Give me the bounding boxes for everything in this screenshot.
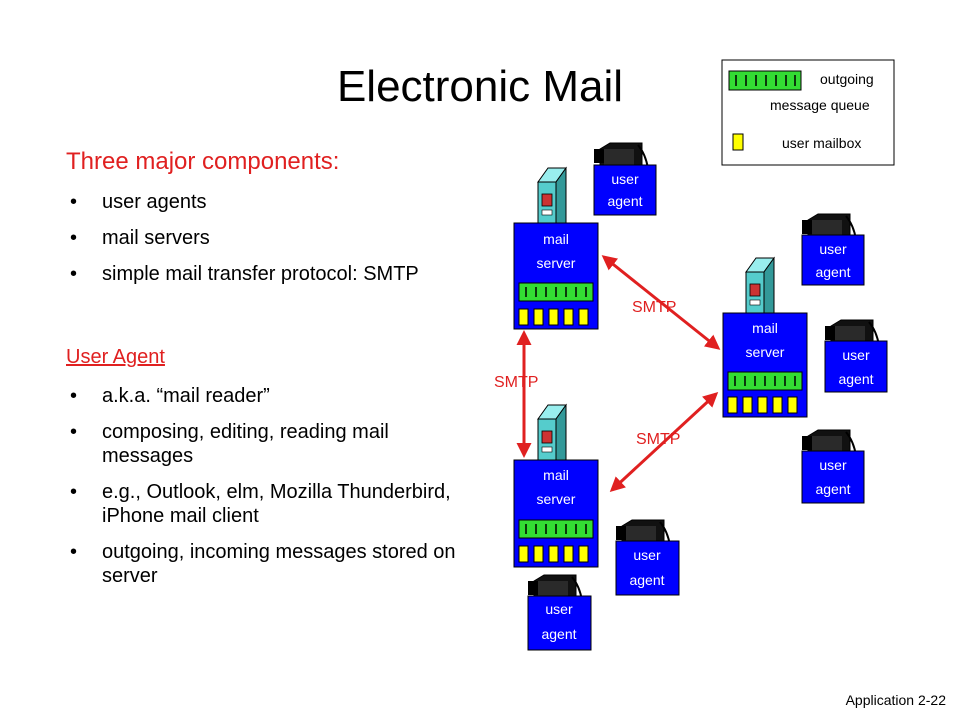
ua-point-aka: a.k.a. “mail reader” (102, 385, 270, 407)
user-mailboxes (518, 545, 589, 563)
legend-queue-line1: outgoing (820, 71, 874, 87)
slide-footer: Application 2-22 (845, 692, 946, 708)
server-label-line1: mail (543, 467, 569, 483)
user-agent-right-1: user agent (801, 213, 865, 286)
ua-point-storage: outgoing, incoming messages stored on se… (102, 541, 456, 587)
agent-label-line2: agent (815, 264, 850, 280)
user-agent-right-3: user agent (801, 429, 865, 504)
message-queue (518, 519, 594, 539)
bullet: • (70, 263, 78, 285)
agent-label-line2: agent (629, 572, 664, 588)
bullet: • (70, 385, 78, 407)
list-item: • user agents (66, 190, 466, 214)
list-item: • e.g., Outlook, elm, Mozilla Thunderbir… (66, 480, 466, 528)
user-agent-right-2: user agent (824, 319, 888, 393)
smtp-label-bottom: SMTP (636, 431, 680, 448)
agent-label-line2: agent (607, 193, 642, 209)
server-label-line1: mail (752, 320, 778, 336)
user-agent-bottom-left: user agent (527, 574, 592, 651)
smtp-label-top: SMTP (632, 299, 676, 316)
server-label-line1: mail (543, 231, 569, 247)
message-queue (518, 282, 594, 302)
agent-label-line1: user (819, 241, 847, 257)
agent-label-line2: agent (815, 481, 850, 497)
list-item: • composing, editing, reading mail messa… (66, 420, 466, 468)
mail-server-right: mail server (722, 257, 808, 418)
component-mail-servers: mail servers (102, 227, 210, 249)
mail-server-top: mail server (513, 167, 599, 330)
agent-label-line1: user (633, 547, 661, 563)
components-list: • user agents • mail servers • simple ma… (66, 190, 466, 286)
list-item: • outgoing, incoming messages stored on … (66, 540, 466, 588)
component-user-agents: user agents (102, 191, 207, 213)
user-mailboxes (518, 308, 589, 326)
list-item: • mail servers (66, 226, 466, 250)
components-heading: Three major components: (66, 148, 340, 175)
user-agent-list: • a.k.a. “mail reader” • composing, edit… (66, 384, 466, 588)
agent-label-line1: user (545, 601, 573, 617)
bullet: • (70, 227, 78, 249)
legend-mailbox: user mailbox (782, 135, 861, 151)
bullet: • (70, 421, 78, 443)
server-label-line2: server (537, 491, 576, 507)
smtp-label-left: SMTP (494, 374, 538, 391)
agent-label-line1: user (842, 347, 870, 363)
legend-queue-line2: message queue (770, 97, 870, 113)
ua-point-composing: composing, editing, reading mail message… (102, 421, 389, 467)
server-label-line2: server (537, 255, 576, 271)
smtp-arrow-bottom-right (609, 391, 719, 493)
user-agent-heading: User Agent (66, 346, 165, 368)
bullet: • (70, 481, 78, 503)
user-agent-top: user agent (593, 142, 657, 216)
list-item: • simple mail transfer protocol: SMTP (66, 262, 466, 286)
agent-label-line1: user (819, 457, 847, 473)
message-queue (727, 371, 803, 391)
legend-mailbox-icon (732, 133, 744, 151)
agent-label-line2: agent (541, 626, 576, 642)
ua-point-examples: e.g., Outlook, elm, Mozilla Thunderbird,… (102, 481, 451, 527)
user-mailboxes (727, 396, 798, 414)
mail-server-bottom: mail server (513, 404, 599, 568)
legend: outgoing message queue user mailbox (721, 59, 895, 166)
user-agent-bottom-right: user agent (615, 519, 680, 596)
list-item: • a.k.a. “mail reader” (66, 384, 466, 408)
bullet: • (70, 191, 78, 213)
legend-queue-icon (728, 70, 802, 91)
server-label-line2: server (746, 344, 785, 360)
agent-label-line2: agent (838, 371, 873, 387)
bullet: • (70, 541, 78, 563)
smtp-arrow-top-right (601, 255, 721, 350)
slide-title: Electronic Mail (336, 62, 624, 111)
agent-label-line1: user (611, 171, 639, 187)
component-smtp: simple mail transfer protocol: SMTP (102, 263, 419, 285)
